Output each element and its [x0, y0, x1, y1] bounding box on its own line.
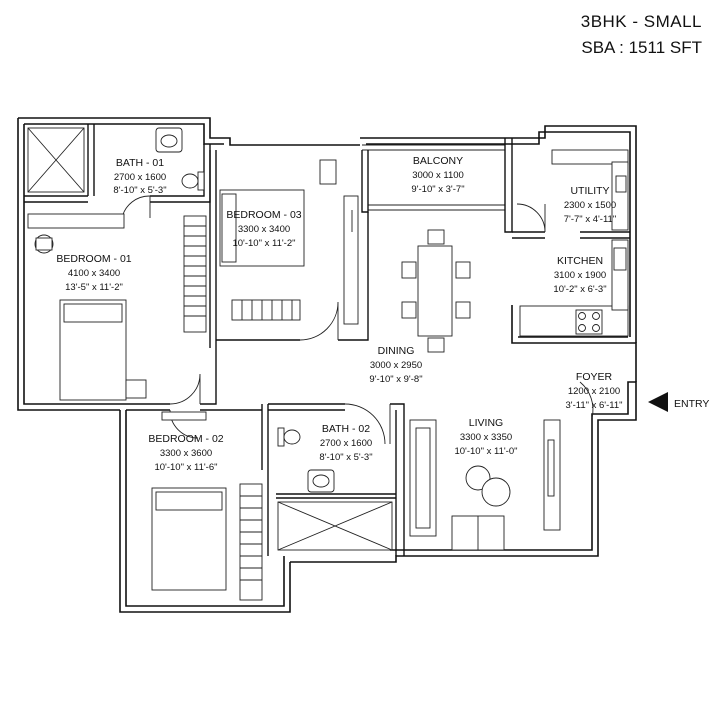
svg-text:LIVING: LIVING — [469, 417, 503, 429]
svg-text:8'-10" x 5'-3": 8'-10" x 5'-3" — [113, 185, 166, 196]
side-table-01 — [125, 379, 147, 399]
desk-01 — [27, 213, 125, 254]
svg-text:13'-5" x 11'-2": 13'-5" x 11'-2" — [65, 282, 123, 293]
svg-text:2300 x 1500: 2300 x 1500 — [564, 200, 616, 211]
svg-text:8'-10" x 5'-3": 8'-10" x 5'-3" — [319, 452, 372, 463]
room-label-bedroom-03: BEDROOM - 03 3300 x 3400 10'-10" x 11'-2… — [226, 209, 301, 249]
svg-text:3300 x 3600: 3300 x 3600 — [160, 448, 212, 459]
wash-basin-02 — [307, 469, 335, 493]
bed-01 — [59, 299, 127, 401]
wardrobe-01 — [183, 215, 207, 333]
svg-text:1200 x 2100: 1200 x 2100 — [568, 386, 620, 397]
svg-text:DINING: DINING — [378, 345, 415, 357]
wardrobe-03 — [231, 299, 301, 321]
svg-text:3100 x 1900: 3100 x 1900 — [554, 270, 606, 281]
dining-table — [401, 229, 471, 353]
svg-text:BALCONY: BALCONY — [413, 155, 463, 167]
sofa — [409, 419, 437, 537]
study-03 — [319, 159, 359, 325]
bed-03 — [219, 189, 305, 267]
wash-basin-01 — [155, 127, 183, 153]
tv-unit — [543, 419, 561, 531]
svg-text:3300 x 3350: 3300 x 3350 — [460, 432, 512, 443]
room-label-bath-02: BATH - 02 2700 x 1600 8'-10" x 5'-3" — [319, 423, 372, 463]
svg-text:7'-7" x 4'-11": 7'-7" x 4'-11" — [564, 214, 616, 225]
shower-01 — [27, 127, 85, 193]
kitchen-counter — [519, 239, 629, 337]
room-label-bath-01: BATH - 01 2700 x 1600 8'-10" x 5'-3" — [113, 157, 166, 196]
room-label-living: LIVING 3300 x 3350 10'-10" x 11'-0" — [454, 417, 517, 457]
svg-text:9'-10" x 3'-7": 9'-10" x 3'-7" — [411, 184, 464, 195]
room-label-utility: UTILITY 2300 x 1500 7'-7" x 4'-11" — [564, 185, 616, 225]
room-label-balcony: BALCONY 3000 x 1100 9'-10" x 3'-7" — [411, 155, 464, 195]
svg-text:BEDROOM - 01: BEDROOM - 01 — [56, 253, 131, 265]
toilet-01 — [181, 171, 205, 191]
utility-counter — [551, 149, 629, 231]
room-label-bedroom-02: BEDROOM - 02 3300 x 3600 10'-10" x 11'-6… — [148, 433, 223, 473]
svg-text:BATH - 02: BATH - 02 — [322, 423, 370, 435]
plan-area-subtitle: SBA : 1511 SFT — [581, 38, 702, 57]
svg-text:KITCHEN: KITCHEN — [557, 255, 603, 267]
entry-arrow-icon — [648, 392, 668, 412]
svg-text:3300 x 3400: 3300 x 3400 — [238, 224, 290, 235]
room-label-bedroom-01: BEDROOM - 01 4100 x 3400 13'-5" x 11'-2" — [56, 253, 131, 293]
svg-text:2700 x 1600: 2700 x 1600 — [114, 172, 166, 183]
svg-text:3000 x 1100: 3000 x 1100 — [412, 170, 464, 181]
svg-text:10'-10" x 11'-0": 10'-10" x 11'-0" — [454, 446, 517, 457]
svg-text:2700 x 1600: 2700 x 1600 — [320, 438, 372, 449]
outer-walls — [17, 117, 637, 613]
svg-text:BATH - 01: BATH - 01 — [116, 157, 164, 169]
svg-text:FOYER: FOYER — [576, 371, 613, 383]
svg-text:BEDROOM - 03: BEDROOM - 03 — [226, 209, 301, 221]
wardrobe-02 — [239, 483, 263, 601]
plan-title: 3BHK - SMALL — [580, 12, 702, 31]
svg-text:4100 x 3400: 4100 x 3400 — [68, 268, 120, 279]
interior-walls — [24, 124, 630, 556]
room-labels: BATH - 01 2700 x 1600 8'-10" x 5'-3" BED… — [56, 155, 709, 473]
desk-02 — [161, 411, 207, 421]
armchairs — [451, 515, 505, 551]
bed-02 — [151, 487, 227, 591]
svg-text:3000 x 2950: 3000 x 2950 — [370, 360, 422, 371]
entry-label: ENTRY — [674, 398, 709, 410]
balcony-rail — [362, 144, 505, 211]
svg-text:10'-2" x 6'-3": 10'-2" x 6'-3" — [553, 284, 606, 295]
room-label-kitchen: KITCHEN 3100 x 1900 10'-2" x 6'-3" — [553, 255, 606, 295]
toilet-02 — [277, 427, 301, 447]
svg-text:3'-11" x 6'-11": 3'-11" x 6'-11" — [565, 400, 622, 411]
room-label-dining: DINING 3000 x 2950 9'-10" x 9'-8" — [369, 345, 422, 385]
svg-text:BEDROOM - 02: BEDROOM - 02 — [148, 433, 223, 445]
svg-text:9'-10" x 9'-8": 9'-10" x 9'-8" — [369, 374, 422, 385]
shower-02 — [277, 501, 393, 551]
coffee-tables — [465, 465, 511, 507]
svg-text:UTILITY: UTILITY — [570, 185, 609, 197]
svg-text:10'-10" x 11'-2": 10'-10" x 11'-2" — [232, 238, 295, 249]
doors — [121, 195, 594, 445]
room-label-foyer: FOYER 1200 x 2100 3'-11" x 6'-11" — [565, 371, 622, 411]
svg-text:10'-10" x 11'-6": 10'-10" x 11'-6" — [154, 462, 217, 473]
